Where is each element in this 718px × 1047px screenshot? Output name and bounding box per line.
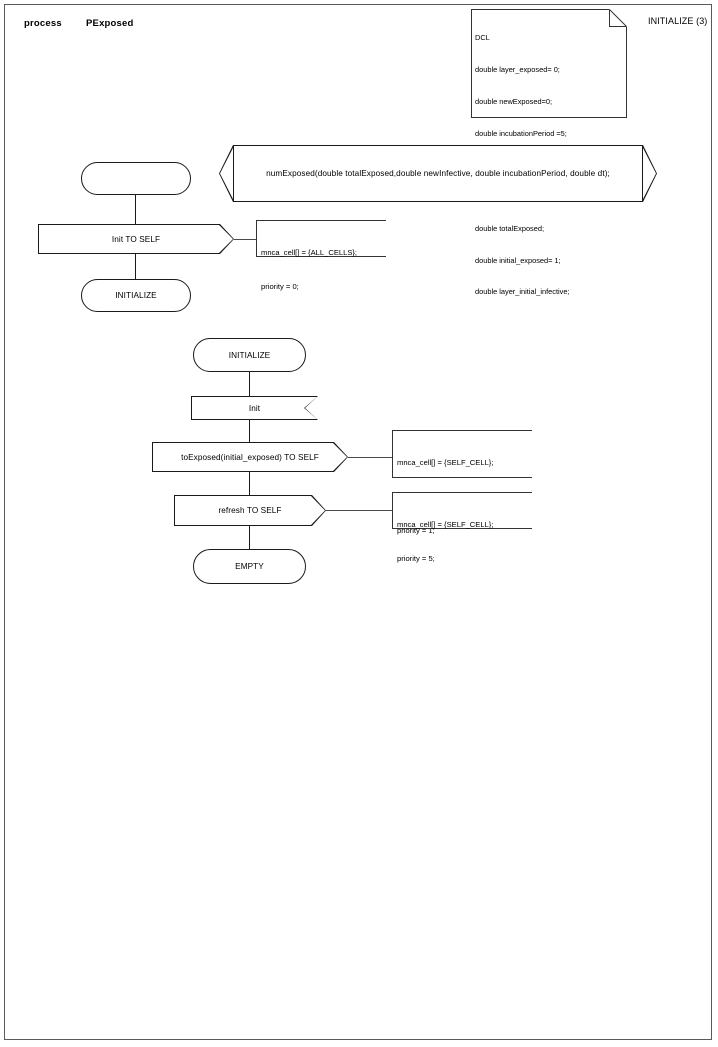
comment-line: priority = 0; [261,282,299,292]
input-init-label: Init [192,397,317,419]
connector-start-to-output [135,195,136,224]
output-to-exposed[interactable]: toExposed(initial_exposed) TO SELF [152,442,348,472]
declaration-note-body [471,9,627,118]
connector-state-to-input [249,372,250,396]
comment-box-to-exposed: mnca_cell[] = {SELF_CELL}; delay = layer… [392,430,532,535]
state-initialize-2-label: INITIALIZE [228,350,271,360]
state-empty[interactable]: EMPTY [193,549,306,584]
input-init[interactable]: Init [191,396,318,420]
comment-line: mnca_cell[] = {ALL_CELLS}; [261,247,358,257]
output-init-to-self[interactable]: Init TO SELF [38,224,234,254]
state-initialize-2[interactable]: INITIALIZE [193,338,306,372]
comment-line: mnca_cell[] = {SELF_CELL}; [397,519,494,529]
dcl-line: double newExposed=0; [475,96,553,106]
dcl-line: double initial_exposed= 1; [475,255,561,265]
process-name: PExposed [86,18,134,29]
dcl-line: double totalExposed; [475,223,545,233]
output-to-exposed-label: toExposed(initial_exposed) TO SELF [153,443,347,471]
procedure-left-bar [233,146,234,201]
connector-output-2-to-state [249,526,250,549]
folded-corner-icon [609,9,627,27]
state-initialize-1-label: INITIALIZE [115,291,157,300]
comment-box-refresh: mnca_cell[] = {SELF_CELL}; priority = 5; [392,492,532,563]
start-state-symbol[interactable] [81,162,191,195]
declaration-note: DCL double layer_exposed= 0; double newE… [471,9,627,296]
procedure-call-symbol[interactable]: numExposed(double totalExposed,double ne… [219,145,657,202]
connector-input-to-output-1 [249,420,250,442]
comment-link-line-2 [348,457,392,458]
procedure-right-bar [642,146,643,201]
comment-link-line-1 [234,239,256,240]
output-refresh[interactable]: refresh TO SELF [174,495,326,526]
dcl-line: double layer_initial_infective; [475,287,570,297]
comment-link-line-3 [326,510,392,511]
comment-line: mnca_cell[] = {SELF_CELL}; [397,457,494,467]
procedure-call-label: numExposed(double totalExposed,double ne… [220,146,656,201]
comment-line: priority = 5; [397,554,435,564]
connector-output-1-to-output-2 [249,472,250,495]
dcl-line: double incubationPeriod =5; [475,128,567,138]
state-empty-label: EMPTY [235,562,264,571]
process-keyword: process [24,18,62,29]
output-init-to-self-label: Init TO SELF [39,225,233,253]
comment-box-init-to-self: mnca_cell[] = {ALL_CELLS}; priority = 0; [256,220,386,291]
connector-output-to-state [135,254,136,279]
output-refresh-label: refresh TO SELF [175,496,325,525]
dcl-title: DCL [475,33,490,43]
state-reference-label: INITIALIZE (3) [648,16,708,26]
dcl-line: double layer_exposed= 0; [475,64,560,74]
comment-line: priority = 1; [397,526,435,536]
state-initialize-1[interactable]: INITIALIZE [81,279,191,312]
